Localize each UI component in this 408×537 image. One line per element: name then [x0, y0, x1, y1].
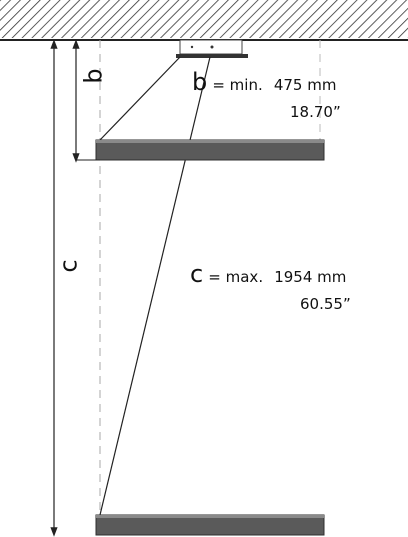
cable-to-upper-panel [99, 56, 181, 141]
b-label-mm: 475 mm [273, 76, 337, 94]
c-label-inch: 60.55” [300, 295, 351, 313]
b-label-prefix: = min. [212, 76, 263, 94]
c-label-mm: 1954 mm [274, 268, 347, 286]
dimension-c-letter: c [54, 259, 83, 273]
ceiling-mount [176, 39, 248, 58]
b-label-letter: b [192, 68, 208, 96]
c-label-letter: c [190, 260, 204, 288]
dimension-b-letter: b [79, 68, 108, 84]
cable-to-lower-panel [99, 56, 211, 516]
lower-panel [95, 514, 325, 536]
dimension-b-arrow [72, 39, 100, 163]
b-label-line1: b = min. 475 mm [192, 70, 336, 94]
c-label-prefix: = max. [208, 268, 264, 286]
b-label-inch: 18.70” [290, 103, 341, 121]
upper-panel [95, 139, 325, 161]
ceiling-hatching [0, 0, 408, 38]
c-label-line1: c = max. 1954 mm [190, 262, 346, 286]
